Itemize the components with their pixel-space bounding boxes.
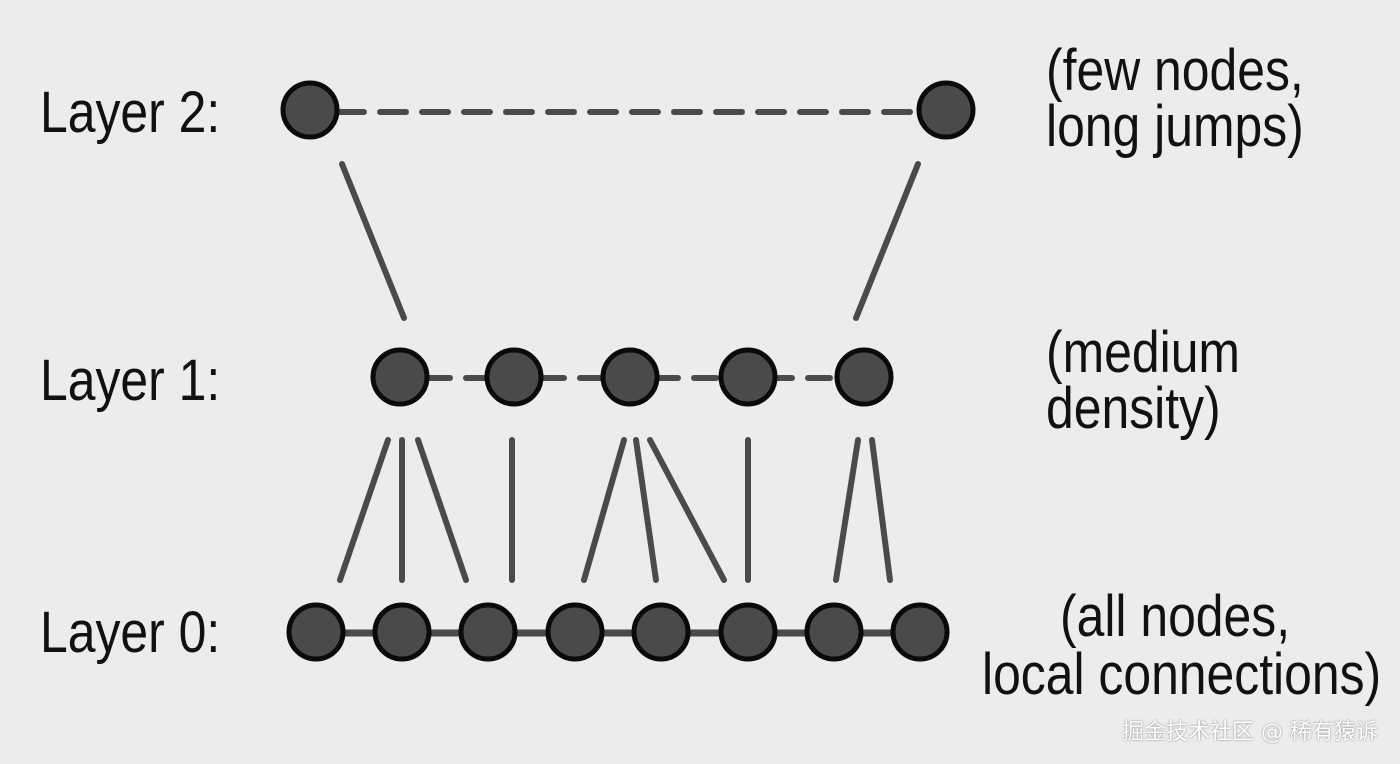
layer-1-note-line-1: (medium: [1046, 321, 1240, 385]
edge-l1-l0: [833, 437, 861, 583]
layer-0-graph: [286, 602, 950, 662]
layer-0-note-line-1: (all nodes,: [1060, 585, 1290, 649]
layer-1-node: [600, 347, 660, 407]
layer-0-node: [804, 602, 864, 662]
layer-1-label: Layer 1:: [40, 349, 220, 413]
layer-1-node: [718, 347, 778, 407]
edge-l1-l0: [581, 437, 627, 583]
edge-l1-l0: [869, 437, 893, 583]
layer-2-note-line-2: long jumps): [1046, 95, 1304, 159]
layer-0-node: [372, 602, 432, 662]
layer-2-graph: [280, 80, 976, 140]
layer-1-node: [370, 347, 430, 407]
edge-l2-l1-left: [339, 161, 407, 321]
layer-0-node: [890, 602, 950, 662]
edge-l1-l0: [337, 437, 391, 583]
edge-l2-l1-right: [853, 161, 921, 321]
layer-0-node: [718, 602, 778, 662]
layer-1-node: [484, 347, 544, 407]
layer-2-node: [280, 80, 340, 140]
layer-0-node: [545, 602, 605, 662]
inter-layer-edges: [337, 161, 921, 583]
watermark: 掘金技术社区 @ 稀有猿诉: [1122, 720, 1378, 745]
layer-2-node: [916, 80, 976, 140]
layer-1-node: [834, 347, 894, 407]
layer-0-note-line-2: local connections): [982, 643, 1381, 707]
layer-1-note-line-2: density): [1046, 377, 1221, 441]
layer-0-node: [458, 602, 518, 662]
edge-l1-l0: [415, 437, 469, 583]
layer-0-node: [286, 602, 346, 662]
layer-0-label: Layer 0:: [40, 601, 220, 665]
layer-2-note-line-1: (few nodes,: [1046, 39, 1304, 103]
edge-l1-l0: [633, 437, 659, 583]
edge-l1-l0: [647, 437, 727, 583]
layer-1-graph: [370, 347, 894, 407]
layer-2-label: Layer 2:: [40, 81, 220, 145]
layer-0-node: [631, 602, 691, 662]
